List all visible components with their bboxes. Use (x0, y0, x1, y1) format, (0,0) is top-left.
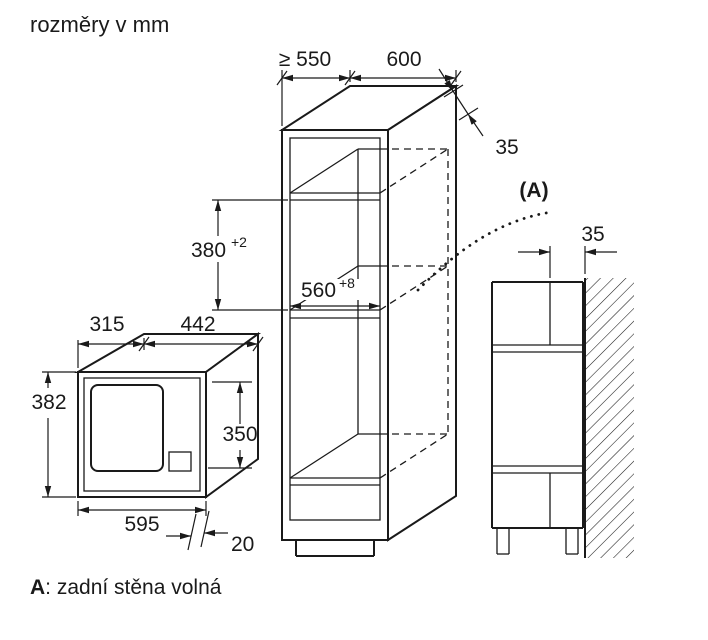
dim-microwave-depth-width: 315 442 (77, 313, 264, 368)
dim-front-frame: 35 (438, 68, 519, 159)
dim-microwave-height: 382 (31, 371, 76, 498)
dim-rear-gap: 35 (518, 223, 617, 278)
dim-width-label: 600 (386, 48, 421, 71)
page-title: rozměry v mm (30, 12, 169, 37)
footnote-text: : zadní stěna volná (45, 576, 222, 599)
footnote-key: A (30, 576, 45, 599)
microwave-front-face (77, 371, 207, 498)
microwave-display (168, 451, 192, 472)
dim-microwave-frame-depth: 20 (166, 510, 254, 556)
dim-microwave-front-width: 595 (77, 501, 207, 536)
dim-niche-height-label: 380 (191, 239, 226, 262)
cabinet-side-face (387, 84, 457, 542)
dim-mw-width-label: 442 (180, 313, 215, 336)
dim-niche-height: 380 +2 (191, 199, 288, 311)
dim-niche-width-tolerance: +8 (339, 275, 355, 291)
detail-label: (A) (519, 179, 548, 202)
dim-cabinet-depth-width: ≥ 550 600 (276, 48, 462, 126)
dim-mw-height-label: 382 (31, 391, 66, 414)
cabinet-column-drawing (278, 84, 460, 557)
cabinet-opening (289, 137, 381, 521)
wall-section-drawing (491, 278, 634, 558)
wall-hatch (585, 278, 634, 558)
dim-microwave-body-height: 350 (208, 381, 258, 469)
detail-annotation: (A) (416, 179, 554, 292)
dim-mw-body-height-label: 350 (222, 423, 257, 446)
cabinet-front-frame (281, 129, 389, 541)
microwave-door-window (90, 384, 164, 472)
microwave-door (83, 377, 201, 492)
footnote: A: zadní stěna volná (30, 576, 222, 599)
dim-front-frame-label: 35 (495, 136, 518, 159)
dim-rear-gap-label: 35 (581, 223, 604, 246)
dim-niche-height-tolerance: +2 (231, 234, 247, 250)
dim-depth-min-label: ≥ 550 (279, 48, 331, 71)
dim-niche-width-label: 560 (301, 279, 336, 302)
dimension-annotations: ≥ 550 600 35 35 380 +2 (31, 48, 617, 556)
microwave-drawing (74, 332, 262, 499)
dim-mw-frame-depth-label: 20 (231, 533, 254, 556)
dim-niche-width: 560 +8 (290, 275, 380, 310)
dim-mw-depth-label: 315 (89, 313, 124, 336)
dim-mw-front-width-label: 595 (124, 513, 159, 536)
